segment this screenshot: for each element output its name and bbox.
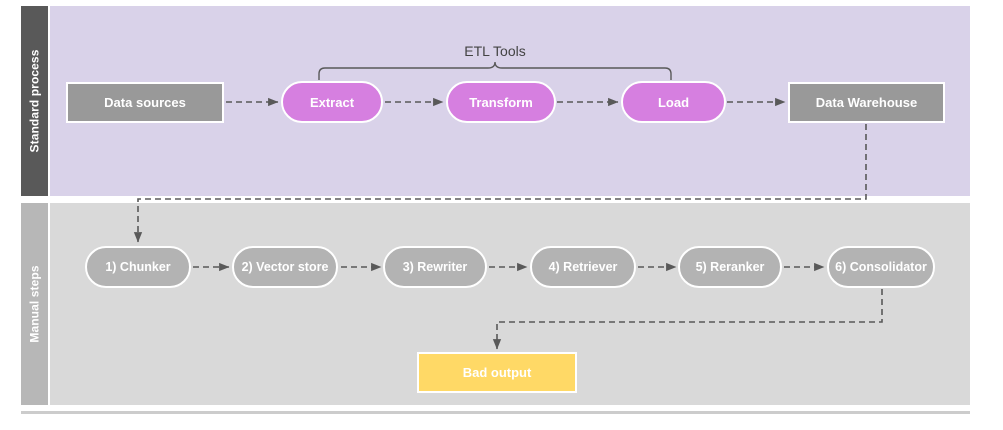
node-data-sources-label: Data sources	[104, 95, 186, 110]
node-chunker[interactable]: 1) Chunker	[85, 246, 191, 288]
node-data-warehouse[interactable]: Data Warehouse	[788, 82, 945, 123]
lane-label-manual-steps: Manual steps	[21, 203, 48, 405]
node-vector-store[interactable]: 2) Vector store	[232, 246, 338, 288]
lane-label-standard-process: Standard process	[21, 6, 48, 196]
node-bad-output-label: Bad output	[462, 365, 532, 380]
etl-tools-label: ETL Tools	[464, 43, 526, 59]
node-rewriter-label: 3) Rewriter	[402, 259, 468, 274]
node-extract-label: Extract	[309, 94, 355, 110]
node-transform-label: Transform	[469, 94, 533, 110]
node-transform[interactable]: Transform	[446, 81, 556, 123]
node-vector-store-label: 2) Vector store	[241, 259, 329, 274]
node-chunker-label: 1) Chunker	[105, 259, 171, 274]
node-load-label: Load	[657, 94, 690, 110]
node-retriever[interactable]: 4) Retriever	[530, 246, 636, 288]
node-data-warehouse-label: Data Warehouse	[815, 95, 918, 110]
node-extract[interactable]: Extract	[281, 81, 383, 123]
lane-label-standard-process-text: Standard process	[27, 49, 42, 153]
node-load[interactable]: Load	[621, 81, 726, 123]
node-data-sources[interactable]: Data sources	[66, 82, 224, 123]
node-bad-output[interactable]: Bad output	[417, 352, 577, 393]
bottom-divider	[21, 411, 970, 414]
node-consolidator[interactable]: 6) Consolidator	[827, 246, 935, 288]
node-reranker[interactable]: 5) Reranker	[678, 246, 782, 288]
node-rewriter[interactable]: 3) Rewriter	[383, 246, 487, 288]
node-retriever-label: 4) Retriever	[548, 259, 618, 274]
node-reranker-label: 5) Reranker	[695, 259, 765, 274]
lane-label-manual-steps-text: Manual steps	[27, 265, 42, 343]
node-consolidator-label: 6) Consolidator	[835, 259, 927, 274]
